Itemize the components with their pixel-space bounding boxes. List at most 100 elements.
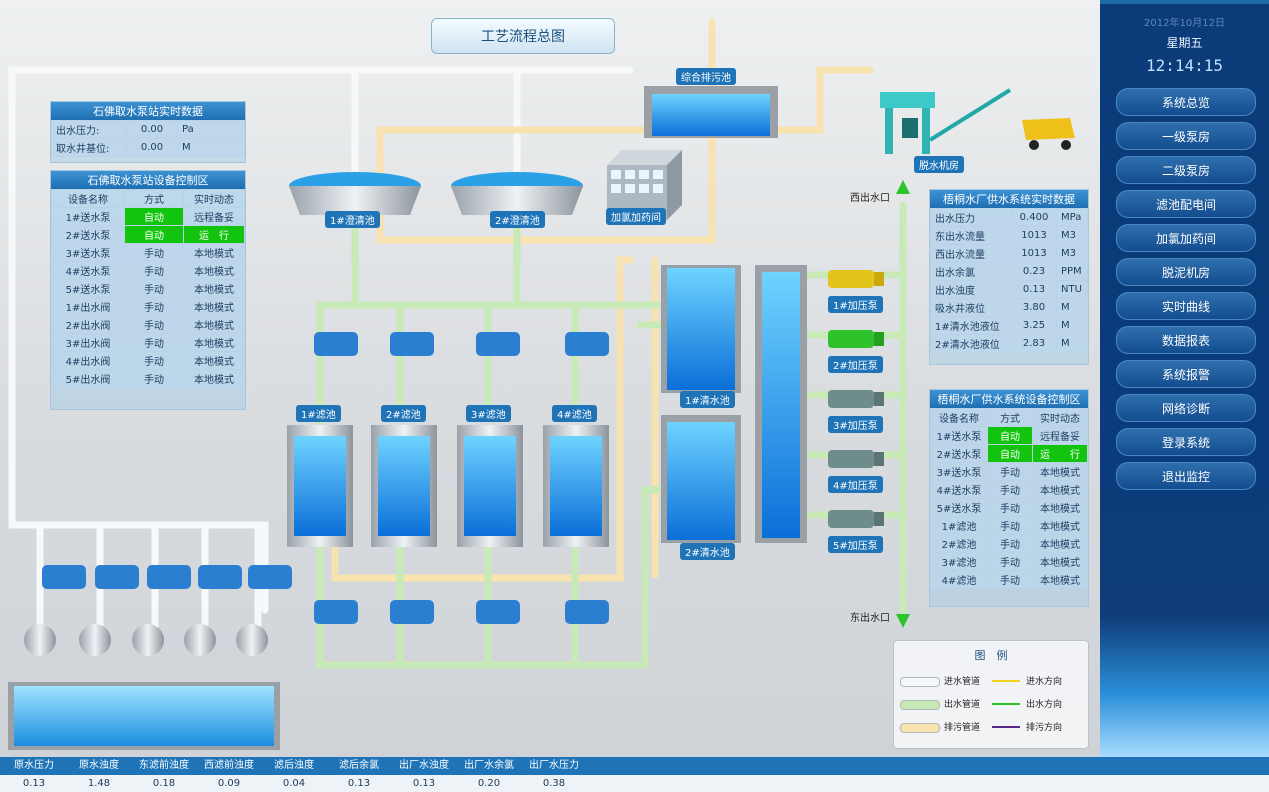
device-name: 3#出水阀 <box>51 333 125 352</box>
clarifier-2-label[interactable]: 2#澄清池 <box>490 211 545 228</box>
device-mode[interactable]: 手动 <box>124 243 184 262</box>
nav-item-7[interactable]: 实时曲线 <box>1116 292 1256 320</box>
device-mode[interactable]: 手动 <box>124 351 184 370</box>
intake-realtime-panel: 石佛取水泵站实时数据 出水压力: 0.00 Pa 取水井基位: 0.00 M <box>50 101 246 163</box>
realtime-label: 出水余氯 <box>930 262 1012 281</box>
metric-value: 0.38 <box>542 778 566 789</box>
plant-realtime-title: 梧桐水厂供水系统实时数据 <box>930 190 1088 208</box>
device-mode[interactable]: 自动 <box>124 225 184 244</box>
clear-tank-1-label[interactable]: 1#清水池 <box>680 391 735 408</box>
clarifier-1-label[interactable]: 1#澄清池 <box>325 211 380 228</box>
legend-sewage-arrow <box>992 726 1020 728</box>
realtime-label: 1#清水池液位 <box>930 316 1012 335</box>
boost-pump-5-label[interactable]: 5#加压泵 <box>828 536 883 553</box>
table-row: 5#送水泵手动本地模式 <box>51 279 245 298</box>
device-mode[interactable]: 手动 <box>987 552 1033 571</box>
boost-pump-3-label[interactable]: 3#加压泵 <box>828 416 883 433</box>
realtime-label: 2#清水池液位 <box>930 334 1012 353</box>
dewater-label[interactable]: 脱水机房 <box>914 156 964 173</box>
device-mode[interactable]: 自动 <box>987 444 1033 463</box>
legend-item-inlet: 进水管道 进水方向 <box>900 674 1080 688</box>
metric-value: 0.04 <box>282 778 306 789</box>
metric-value: 0.13 <box>22 778 46 789</box>
device-mode[interactable]: 自动 <box>987 426 1033 445</box>
realtime-unit: M <box>1056 298 1088 317</box>
nav-item-12[interactable]: 退出监控 <box>1116 462 1256 490</box>
realtime-unit: PPM <box>1056 262 1088 281</box>
device-mode[interactable]: 手动 <box>124 369 184 388</box>
bottom-metric: 西滤前浊度 0.09 <box>197 757 261 792</box>
table-row: 4#滤池手动本地模式 <box>930 570 1088 589</box>
device-name: 2#送水泵 <box>51 225 125 244</box>
device-mode[interactable]: 手动 <box>987 462 1033 481</box>
nav-item-4[interactable]: 滤池配电间 <box>1116 190 1256 218</box>
nav-item-2[interactable]: 一级泵房 <box>1116 122 1256 150</box>
device-mode[interactable]: 手动 <box>124 297 184 316</box>
device-mode[interactable]: 手动 <box>987 516 1033 535</box>
device-status: 本地模式 <box>1032 570 1088 589</box>
dewatering-machine <box>880 88 1012 154</box>
table-row: 3#滤池手动本地模式 <box>930 552 1088 571</box>
nav-item-3[interactable]: 二级泵房 <box>1116 156 1256 184</box>
table-row: 2#滤池手动本地模式 <box>930 534 1088 553</box>
west-outlet-arrow <box>896 180 910 194</box>
metric-label: 原水压力 <box>14 760 54 771</box>
legend-sewage-pipe-swatch <box>900 723 940 733</box>
device-mode[interactable]: 手动 <box>124 261 184 280</box>
table-row: 2#送水泵自动运 行 <box>51 225 245 244</box>
legend-outlet-pipe-swatch <box>900 700 940 710</box>
device-mode[interactable]: 手动 <box>124 333 184 352</box>
filter-1-label[interactable]: 1#滤池 <box>296 405 341 422</box>
nav-item-5[interactable]: 加氯加药间 <box>1116 224 1256 252</box>
clear-water-tanks <box>661 265 807 543</box>
metric-label: 西滤前浊度 <box>204 760 254 771</box>
device-name: 5#送水泵 <box>51 279 125 298</box>
nav-item-6[interactable]: 脱泥机房 <box>1116 258 1256 286</box>
filter-2-label[interactable]: 2#滤池 <box>381 405 426 422</box>
dump-truck <box>1022 118 1075 150</box>
device-status: 本地模式 <box>183 369 245 388</box>
device-name: 1#送水泵 <box>51 207 125 226</box>
boost-pump-4-label[interactable]: 4#加压泵 <box>828 476 883 493</box>
device-mode[interactable]: 手动 <box>124 315 184 334</box>
device-mode[interactable]: 自动 <box>124 207 184 226</box>
legend: 图 例 进水管道 进水方向 出水管道 出水方向 排污管道 排污方向 <box>893 640 1089 749</box>
filter-4-label[interactable]: 4#滤池 <box>552 405 597 422</box>
table-row: 1#出水阀手动本地模式 <box>51 297 245 316</box>
metric-label: 原水浊度 <box>79 760 119 771</box>
metric-value: 0.09 <box>217 778 241 789</box>
intake-well <box>8 682 280 750</box>
clear-tank-2-label[interactable]: 2#清水池 <box>680 543 735 560</box>
device-mode[interactable]: 手动 <box>987 570 1033 589</box>
device-name: 3#送水泵 <box>51 243 125 262</box>
metric-value: 0.13 <box>412 778 436 789</box>
sludge-pool-label[interactable]: 综合排污池 <box>676 68 736 85</box>
device-status: 本地模式 <box>1032 462 1088 481</box>
realtime-value: 3.25 <box>1011 316 1057 335</box>
device-mode[interactable]: 手动 <box>987 534 1033 553</box>
boost-pump-2-label[interactable]: 2#加压泵 <box>828 356 883 373</box>
device-name: 3#滤池 <box>930 552 988 571</box>
nav-item-8[interactable]: 数据报表 <box>1116 326 1256 354</box>
realtime-value: 1013 <box>1011 244 1057 263</box>
device-mode[interactable]: 手动 <box>987 498 1033 517</box>
nav-item-11[interactable]: 登录系统 <box>1116 428 1256 456</box>
nav-item-1[interactable]: 系统总览 <box>1116 88 1256 116</box>
realtime-value: 2.83 <box>1011 334 1057 353</box>
table-row: 出水压力: 0.00 Pa <box>51 120 245 139</box>
dosing-label[interactable]: 加氯加药间 <box>606 208 666 225</box>
device-status: 本地模式 <box>183 315 245 334</box>
boost-pump-1-label[interactable]: 1#加压泵 <box>828 296 883 313</box>
device-mode[interactable]: 手动 <box>987 480 1033 499</box>
device-mode[interactable]: 手动 <box>124 279 184 298</box>
table-row: 取水井基位: 0.00 M <box>51 138 245 157</box>
filter-3-label[interactable]: 3#滤池 <box>466 405 511 422</box>
nav-item-10[interactable]: 网络诊断 <box>1116 394 1256 422</box>
nav-item-9[interactable]: 系统报警 <box>1116 360 1256 388</box>
device-name: 1#滤池 <box>930 516 988 535</box>
